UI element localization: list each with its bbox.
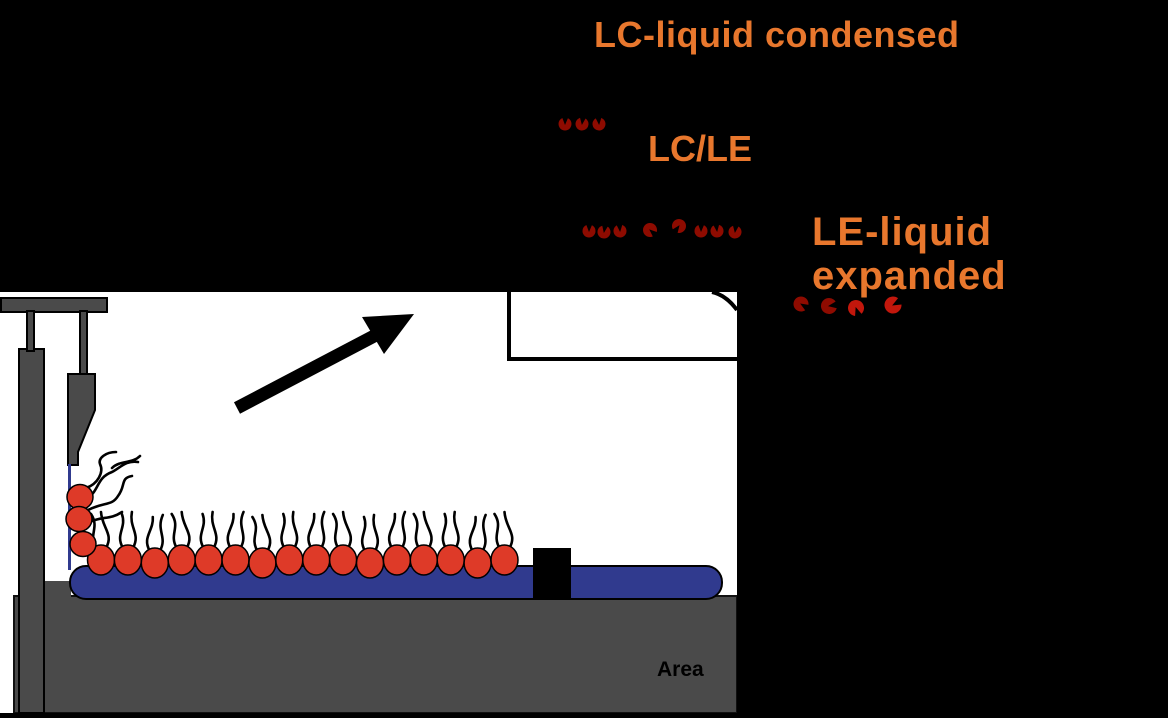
molecule-dot [728, 223, 742, 239]
molecule-dot [597, 223, 611, 239]
molecule-dot [575, 115, 589, 131]
mount-bracket [0, 297, 108, 313]
molecule-dot [793, 296, 812, 312]
balance-rod-left [26, 310, 35, 352]
trough-inset: Area [0, 292, 737, 713]
label-lc-phase: LC-liquid condensed [594, 14, 960, 55]
molecule-dot [848, 300, 864, 319]
molecule-heads [65, 483, 519, 579]
trough-left-wall [44, 581, 71, 601]
molecule-dot [671, 219, 686, 236]
le-phase-dots [793, 295, 904, 319]
molecule-dot [613, 223, 627, 238]
lcle-plateau-dots [582, 219, 742, 239]
molecule-head [69, 530, 97, 558]
tangled-chains [84, 450, 142, 524]
molecule-tails [89, 510, 514, 553]
molecule-head [490, 544, 519, 576]
label-le-line2: expanded [812, 254, 1007, 298]
balance-column [18, 348, 45, 713]
lc-phase-dots [558, 115, 606, 131]
movable-barrier [533, 548, 571, 599]
plot-y-axis [507, 292, 511, 361]
molecule-dot [592, 116, 606, 131]
x-axis-label: Area [657, 658, 704, 681]
molecule-dot [643, 223, 659, 239]
plot-x-axis [507, 357, 737, 361]
molecule-dot [558, 115, 572, 131]
compression-arrow [233, 314, 414, 414]
molecule-dot [884, 295, 904, 314]
label-lcle-phase: LC/LE [648, 128, 752, 169]
isotherm-curve-segment [711, 292, 737, 312]
molecule-dot [821, 298, 839, 314]
molecule-dot [710, 223, 724, 238]
label-le-line1: LE-liquid [812, 210, 993, 254]
molecule-dot [582, 222, 596, 238]
molecule-dot [694, 222, 708, 238]
